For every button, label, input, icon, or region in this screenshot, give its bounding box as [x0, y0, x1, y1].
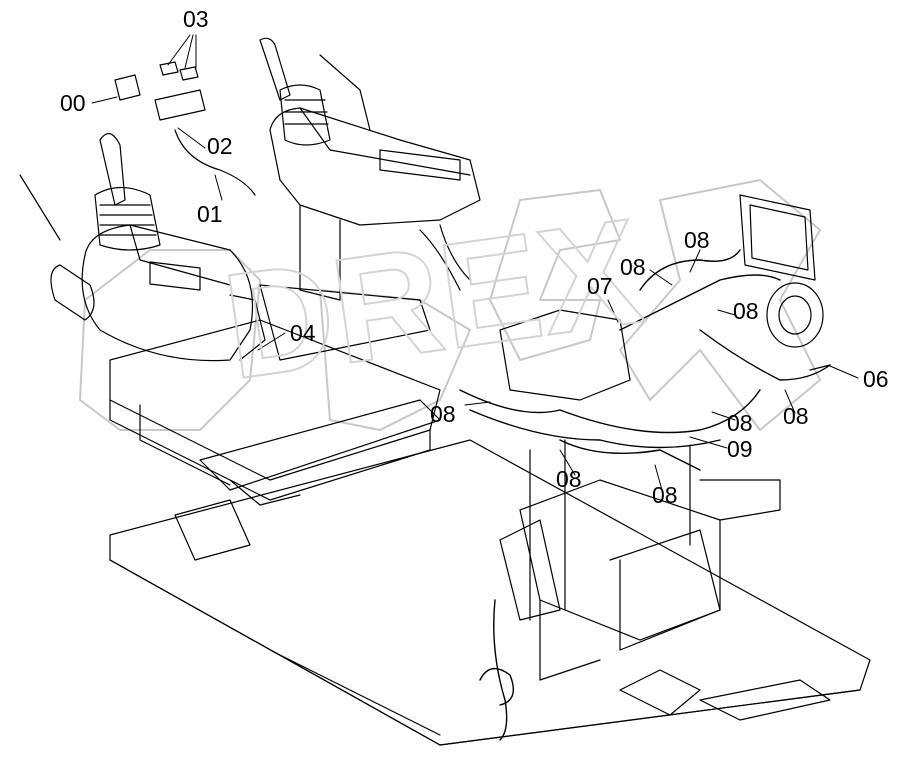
callout-08-f: 08 [783, 403, 809, 429]
switch-parts [114, 61, 256, 196]
left-console [19, 133, 266, 362]
callout-08-h: 08 [652, 482, 678, 508]
callout-01: 01 [197, 201, 223, 227]
monitor-and-speaker [739, 194, 831, 371]
center-frame [499, 309, 781, 681]
callout-08-g: 08 [556, 466, 582, 492]
right-console [259, 37, 481, 301]
leader-lines [91, 34, 859, 491]
callout-07: 07 [587, 273, 613, 299]
wire-harness [459, 249, 831, 741]
callout-08-e: 08 [727, 410, 753, 436]
callout-08-a: 08 [684, 227, 710, 253]
callout-00: 00 [60, 90, 86, 116]
callout-04: 04 [290, 320, 316, 346]
callout-06: 06 [863, 366, 889, 392]
callout-02: 02 [207, 133, 233, 159]
callout-03: 03 [183, 6, 209, 32]
callout-08-b: 08 [620, 254, 646, 280]
callout-09: 09 [727, 436, 753, 462]
callout-08-c: 08 [733, 298, 759, 324]
watermark: DREX [215, 186, 651, 410]
callout-08-d: 08 [430, 401, 456, 427]
floor-plate [109, 439, 871, 746]
